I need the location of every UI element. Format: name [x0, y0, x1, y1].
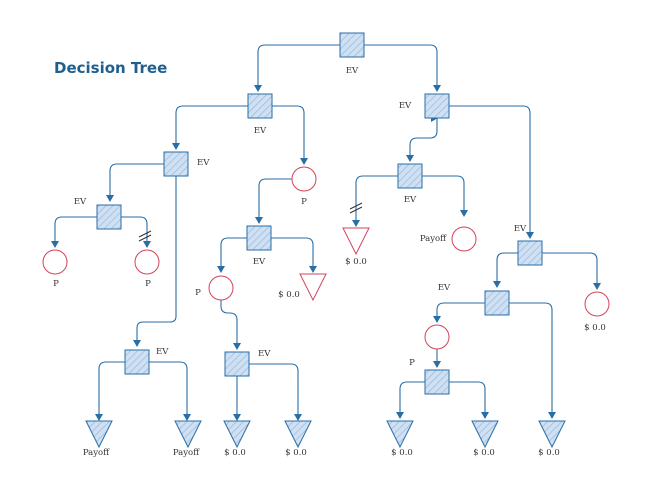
diagram-title: Decision Tree: [54, 59, 168, 77]
terminal-node: [538, 420, 566, 449]
node-label: $ 0.0: [538, 448, 560, 458]
tree-edge: [95, 361, 125, 421]
tree-edge: [364, 44, 441, 92]
node-label: EV: [346, 66, 359, 76]
tree-edge: [172, 105, 248, 150]
node-label: EV: [156, 347, 169, 357]
node-label: $ 0.0: [584, 323, 606, 333]
tree-edge: [217, 237, 247, 273]
node-label: P: [195, 288, 201, 298]
terminal-node: [342, 227, 370, 256]
node-label: P: [301, 197, 307, 207]
chance-node: [451, 226, 477, 252]
tree-edge: [255, 178, 292, 224]
node-label: EV: [254, 126, 267, 136]
terminal-node: [299, 273, 327, 302]
tree-edge: [121, 216, 151, 248]
decision-node: [224, 351, 250, 377]
tree-edge: [254, 44, 340, 92]
node-label: P: [145, 279, 151, 289]
tree-edge: [493, 252, 518, 288]
chance-node: [424, 324, 450, 350]
node-label: $ 0.0: [224, 448, 246, 458]
chance-node: [208, 275, 234, 301]
decision-node: [517, 240, 543, 266]
node-label: EV: [399, 101, 412, 111]
tree-edge: [271, 237, 317, 273]
tree-edge: [149, 361, 191, 421]
chance-node: [42, 249, 68, 275]
decision-node: [484, 290, 510, 316]
tree-edge: [449, 105, 534, 239]
node-label: Payoff: [83, 448, 110, 458]
tree-edge: [220, 300, 241, 350]
terminal-node: [471, 420, 499, 449]
node-label: EV: [74, 197, 87, 207]
decision-node: [247, 93, 273, 119]
node-label: P: [409, 358, 415, 368]
node-label: EV: [404, 195, 417, 205]
node-label: $ 0.0: [345, 257, 367, 267]
terminal-node: [284, 420, 312, 449]
terminal-node: [223, 420, 251, 449]
node-label: $ 0.0: [278, 290, 300, 300]
tree-edge: [352, 175, 398, 227]
terminal-node: [85, 420, 113, 449]
decision-node-root: [339, 32, 365, 58]
decision-node: [124, 349, 150, 375]
decision-node: [246, 225, 272, 251]
tree-edge: [542, 252, 601, 290]
terminal-node: [174, 420, 202, 449]
chance-node: [291, 166, 317, 192]
tree-edge: [249, 363, 302, 421]
node-label: Payoff: [173, 448, 200, 458]
node-label: $ 0.0: [285, 448, 307, 458]
tree-edge: [433, 302, 485, 323]
decision-node: [424, 369, 450, 395]
prune-mark: [349, 202, 363, 210]
decision-node: [424, 93, 450, 119]
node-label: EV: [514, 224, 527, 234]
tree-edge: [51, 216, 97, 248]
node-label: Payoff: [420, 234, 447, 244]
node-label: EV: [197, 158, 210, 168]
tree-edge: [449, 381, 489, 419]
tree-edge: [106, 163, 164, 202]
prune-mark: [349, 206, 363, 214]
node-label: $ 0.0: [391, 448, 413, 458]
tree-edge: [272, 105, 308, 165]
node-label: EV: [438, 283, 451, 293]
tree-edge: [509, 302, 556, 419]
decision-node: [397, 163, 423, 189]
prune-marks: [138, 202, 363, 242]
node-label: $ 0.0: [473, 448, 495, 458]
chance-node: [584, 291, 610, 317]
terminal-node: [386, 420, 414, 449]
tree-edge: [422, 175, 468, 217]
tree-edge: [133, 176, 177, 347]
node-label: EV: [253, 257, 266, 267]
tree-edge: [406, 118, 438, 162]
decision-node: [163, 151, 189, 177]
nodes: [42, 32, 610, 449]
chance-node: [134, 249, 160, 275]
tree-edge: [396, 381, 425, 419]
node-label: EV: [258, 349, 271, 359]
prune-mark: [138, 230, 152, 238]
node-label: P: [53, 279, 59, 289]
decision-node: [96, 204, 122, 230]
prune-mark: [138, 234, 152, 242]
